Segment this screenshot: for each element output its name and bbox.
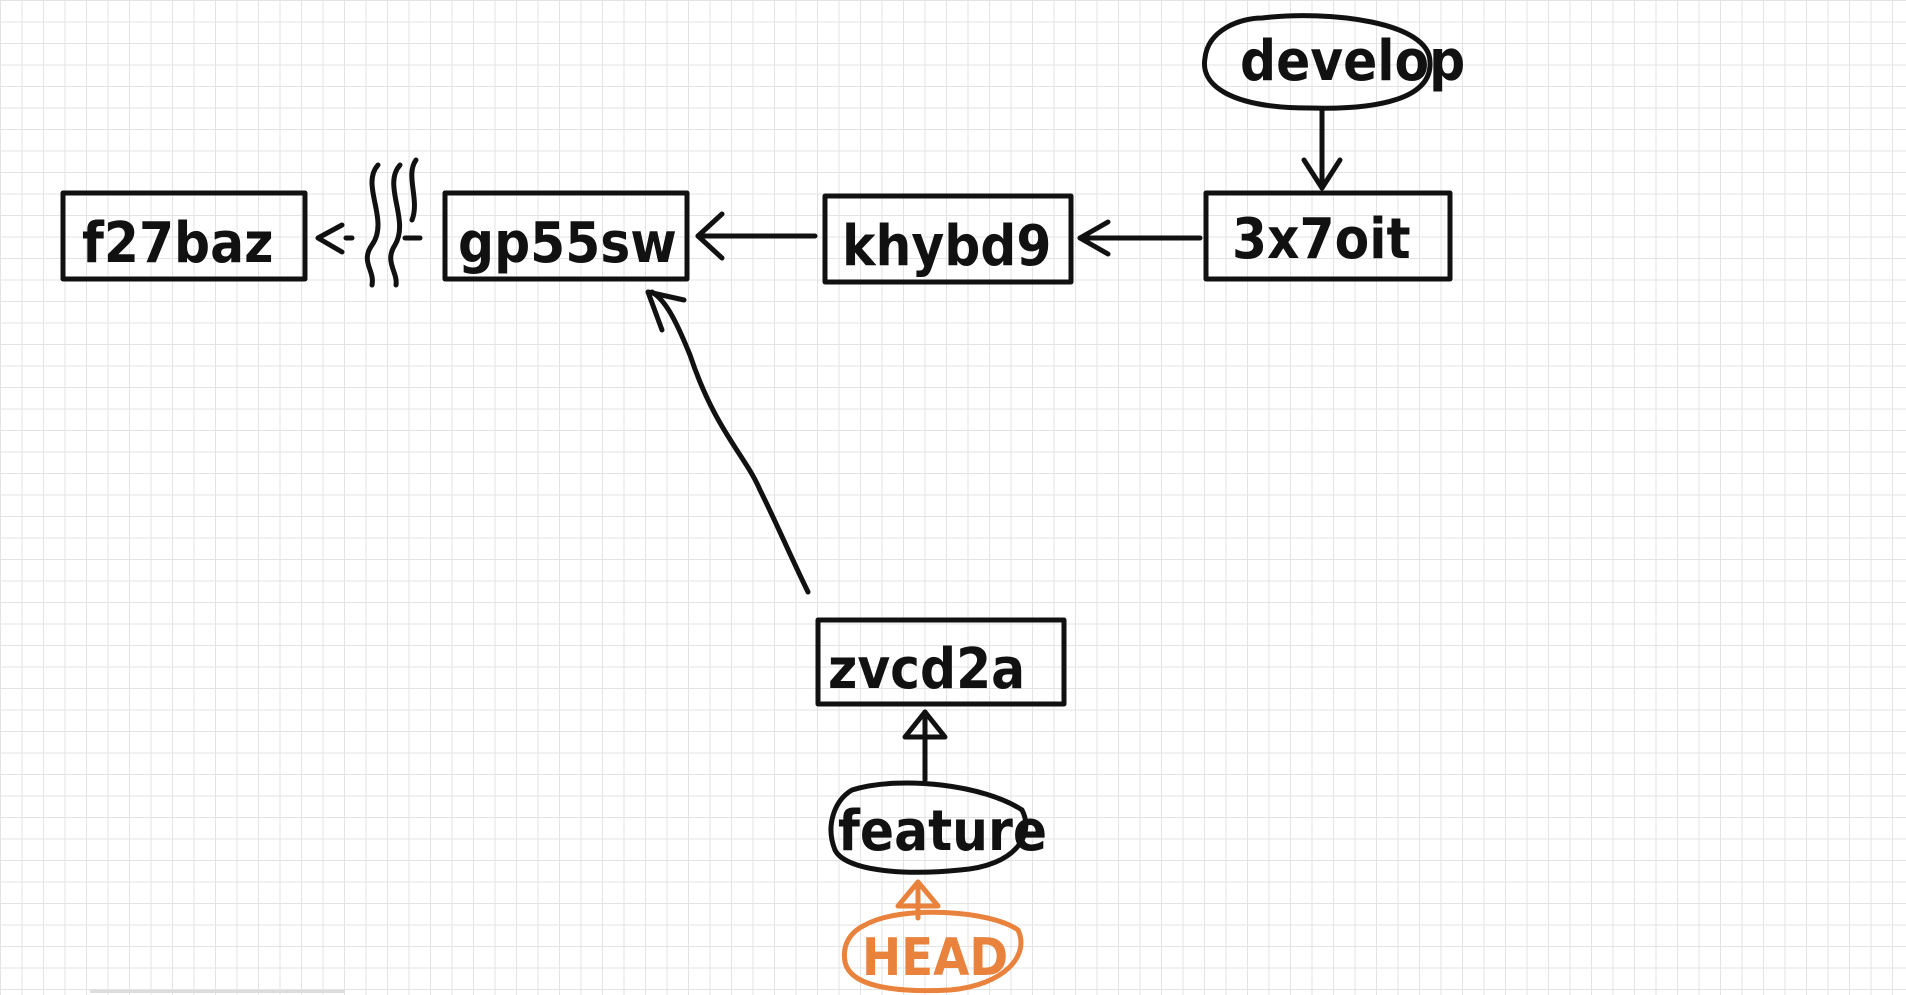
head-label: HEAD <box>862 928 1008 988</box>
history-gap-marker <box>315 157 423 288</box>
commit-box <box>1203 190 1453 282</box>
squiggle-3 <box>409 157 419 223</box>
branch-feature: feature <box>828 709 1047 875</box>
branch-label: feature <box>838 799 1047 864</box>
commit-label: f27baz <box>82 211 273 276</box>
commit-f27baz: f27baz <box>60 190 308 282</box>
arrow-head <box>695 211 725 261</box>
branch-bubble <box>1201 13 1433 111</box>
arrow-head <box>645 289 687 333</box>
commit-khybd9: khybd9 <box>822 193 1074 285</box>
branch-bubble <box>828 780 1029 875</box>
arrow-head <box>1301 157 1343 191</box>
commit-gp55sw: gp55sw <box>442 190 690 282</box>
commit-label: 3x7oit <box>1232 207 1411 272</box>
commit-label: khybd9 <box>842 214 1051 279</box>
head-pointer: HEAD <box>841 879 1024 994</box>
commit-box <box>822 193 1074 285</box>
commit-zvcd2a: zvcd2a <box>815 617 1067 707</box>
arrow-head-to-f27baz <box>315 222 355 255</box>
edge-zvcd2a-to-gp55sw <box>645 289 811 595</box>
head-bubble <box>841 909 1024 994</box>
arrow-head <box>1077 219 1111 257</box>
edge-khybd9-to-gp55sw <box>695 211 818 261</box>
arrow-head <box>895 879 941 909</box>
squiggle-2 <box>388 162 403 288</box>
commit-label: gp55sw <box>458 211 677 276</box>
commit-box <box>815 617 1067 707</box>
branch-label: develop <box>1240 29 1465 94</box>
canvas-bottom-edge <box>90 990 345 993</box>
branch-develop: develop <box>1201 13 1465 191</box>
squiggle-1 <box>364 162 381 288</box>
commit-3x7oit: 3x7oit <box>1203 190 1453 282</box>
edge-3x7oit-to-khybd9 <box>1077 219 1203 257</box>
commit-box <box>60 190 308 282</box>
arrow-head <box>902 709 948 740</box>
commit-box <box>442 190 690 282</box>
commit-label: zvcd2a <box>828 637 1025 702</box>
